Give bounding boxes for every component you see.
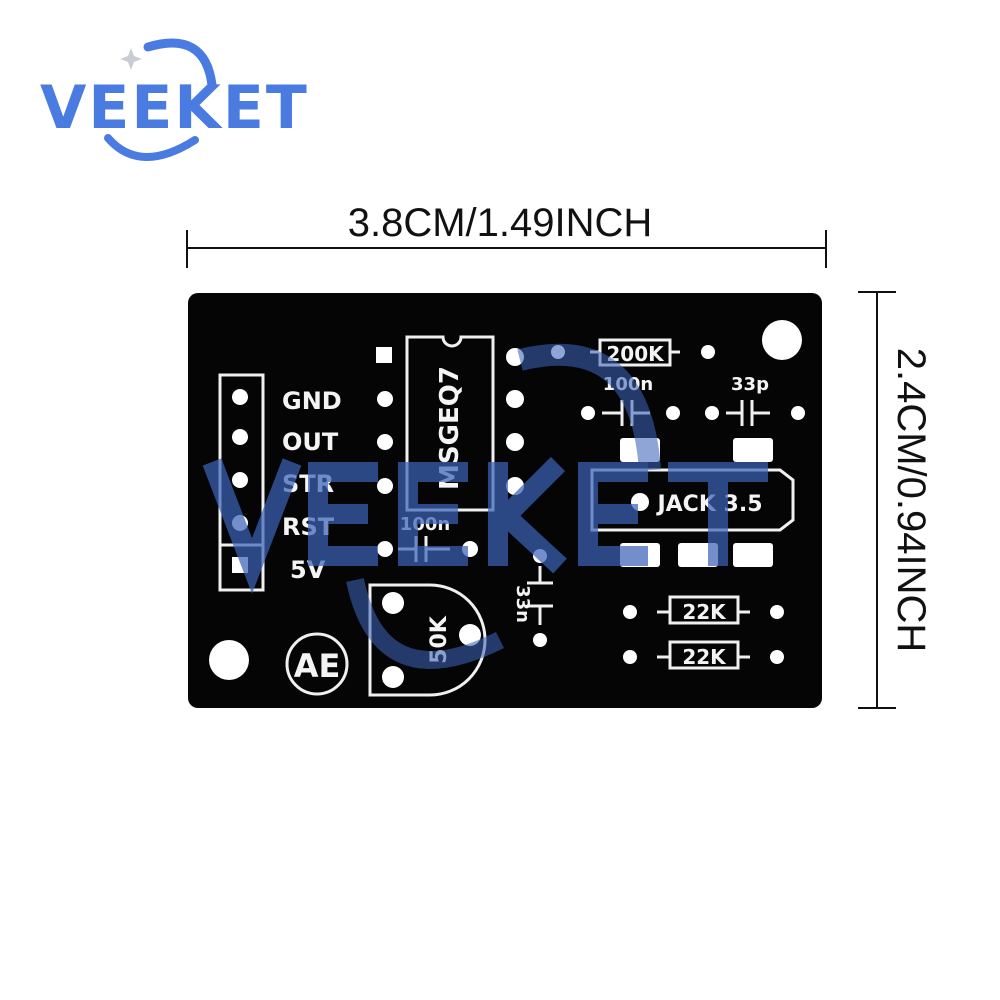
cap-33p-label: 33p [731, 374, 769, 395]
height-label: 2.4CM/0.94INCH [889, 348, 933, 653]
resistor-22k-label: 22K [682, 645, 727, 669]
height-dimension: 2.4CM/0.94INCH [858, 291, 933, 709]
mounting-hole [762, 320, 802, 360]
pin-label-gnd: GND [282, 387, 342, 415]
watermark [202, 343, 768, 669]
width-label: 3.8CM/1.49INCH [348, 201, 653, 245]
pin-label-out: OUT [282, 428, 339, 456]
ic-outline [405, 335, 495, 512]
watermark-lettering [202, 456, 768, 594]
maker-logo [285, 632, 349, 696]
mounting-hole [209, 640, 249, 680]
resistor-22k-label: 22K [682, 600, 727, 624]
maker-logo-text: AE [294, 647, 341, 685]
pcb-board: GND OUT STR RST 5V MSGEQ7 200K 100n 33p … [188, 293, 822, 708]
brand-logo: VEEKET [40, 38, 309, 161]
width-dimension: 3.8CM/1.49INCH [186, 201, 827, 268]
star-icon [120, 48, 142, 70]
logo-text: VEEKET [40, 73, 309, 143]
cap-33n-label: 33n [512, 585, 533, 623]
